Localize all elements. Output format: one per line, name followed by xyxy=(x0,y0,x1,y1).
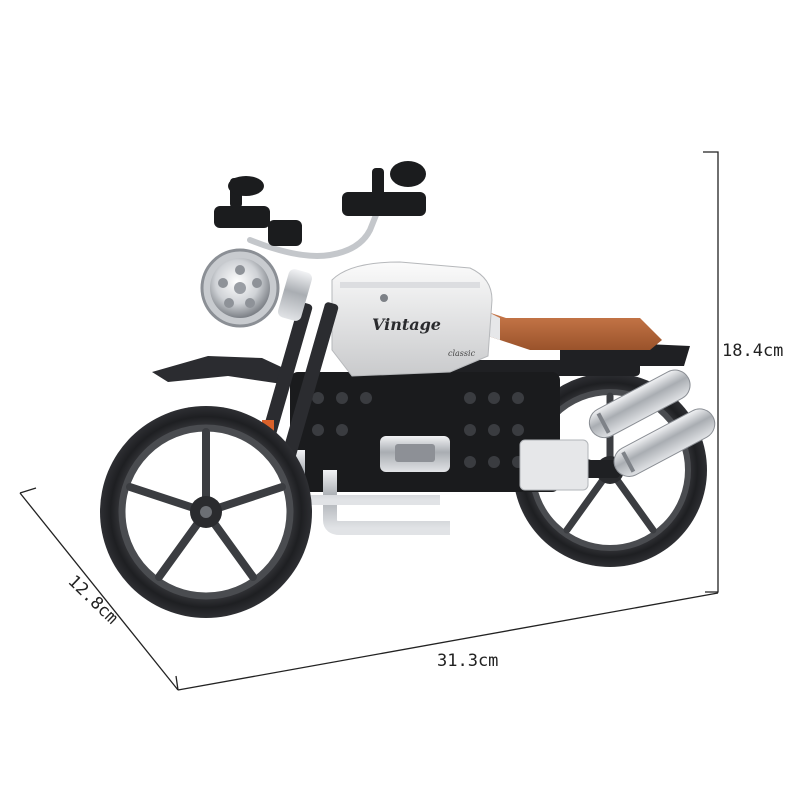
length-dimension-label: 31.3cm xyxy=(437,651,499,671)
fuel-tank: Vintage classic xyxy=(331,261,493,377)
dimension-lines xyxy=(19,151,719,691)
height-dimension-label: 18.4cm xyxy=(722,341,784,361)
handlebars xyxy=(247,202,383,259)
tank-badge-text: classic xyxy=(448,349,476,358)
mirrors-and-controls xyxy=(214,161,426,246)
length-dimension-line xyxy=(177,592,719,691)
headlight xyxy=(200,248,280,328)
front-wheel xyxy=(100,406,312,618)
height-dimension-line xyxy=(703,151,719,593)
engine-block xyxy=(290,372,589,492)
tank-brand-text: Vintage xyxy=(372,315,441,334)
depth-dimension-line xyxy=(19,492,179,691)
seat xyxy=(488,312,662,350)
